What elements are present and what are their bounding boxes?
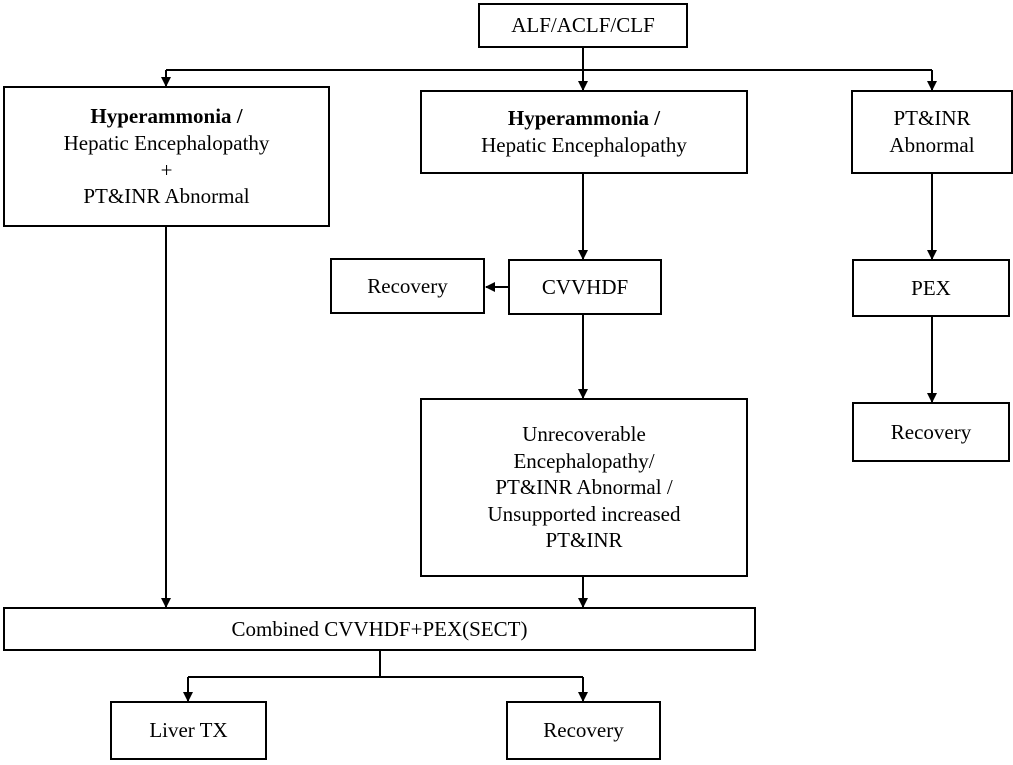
unrecoverable-line1: Unrecoverable [522, 421, 646, 446]
left-branch-line1: Hyperammonia / [90, 104, 243, 129]
top-node: ALF/ACLF/CLF [478, 3, 688, 48]
recovery-mid-label: Recovery [367, 273, 448, 298]
recovery-bottom-node: Recovery [506, 701, 661, 760]
top-node-label: ALF/ACLF/CLF [511, 13, 655, 38]
middle-branch-node: Hyperammonia / Hepatic Encephalopathy [420, 90, 748, 174]
recovery-right-node: Recovery [852, 402, 1010, 462]
combined-label: Combined CVVHDF+PEX(SECT) [231, 616, 528, 641]
cvvhdf-node: CVVHDF [508, 259, 662, 315]
recovery-right-label: Recovery [890, 419, 972, 444]
combined-node: Combined CVVHDF+PEX(SECT) [3, 607, 756, 651]
pex-label: PEX [911, 275, 951, 300]
left-branch-line2: Hepatic Encephalopathy [63, 130, 270, 155]
cvvhdf-label: CVVHDF [541, 274, 629, 299]
middle-branch-line1: Hyperammonia / [507, 106, 661, 131]
unrecoverable-line2: Encephalopathy/ [513, 448, 655, 473]
left-branch-line3: + [160, 157, 173, 182]
liver-tx-node: Liver TX [110, 701, 267, 760]
right-branch-line2: Abnormal [889, 133, 975, 157]
right-branch-line1: PT&INR [893, 106, 971, 131]
left-branch-node: Hyperammonia / Hepatic Encephalopathy + … [3, 86, 330, 227]
unrecoverable-line5: PT&INR [545, 528, 623, 553]
recovery-bottom-label: Recovery [543, 718, 624, 743]
pex-node: PEX [852, 259, 1010, 317]
unrecoverable-node: Unrecoverable Encephalopathy/ PT&INR Abn… [420, 398, 748, 577]
recovery-mid-node: Recovery [330, 258, 485, 314]
unrecoverable-line4: Unsupported increased [487, 501, 681, 526]
liver-tx-label: Liver TX [149, 718, 228, 743]
left-branch-line4: PT&INR Abnormal [83, 184, 250, 209]
right-branch-node: PT&INR Abnormal [851, 90, 1013, 174]
middle-branch-line2: Hepatic Encephalopathy [481, 133, 687, 157]
unrecoverable-line3: PT&INR Abnormal / [495, 475, 673, 500]
